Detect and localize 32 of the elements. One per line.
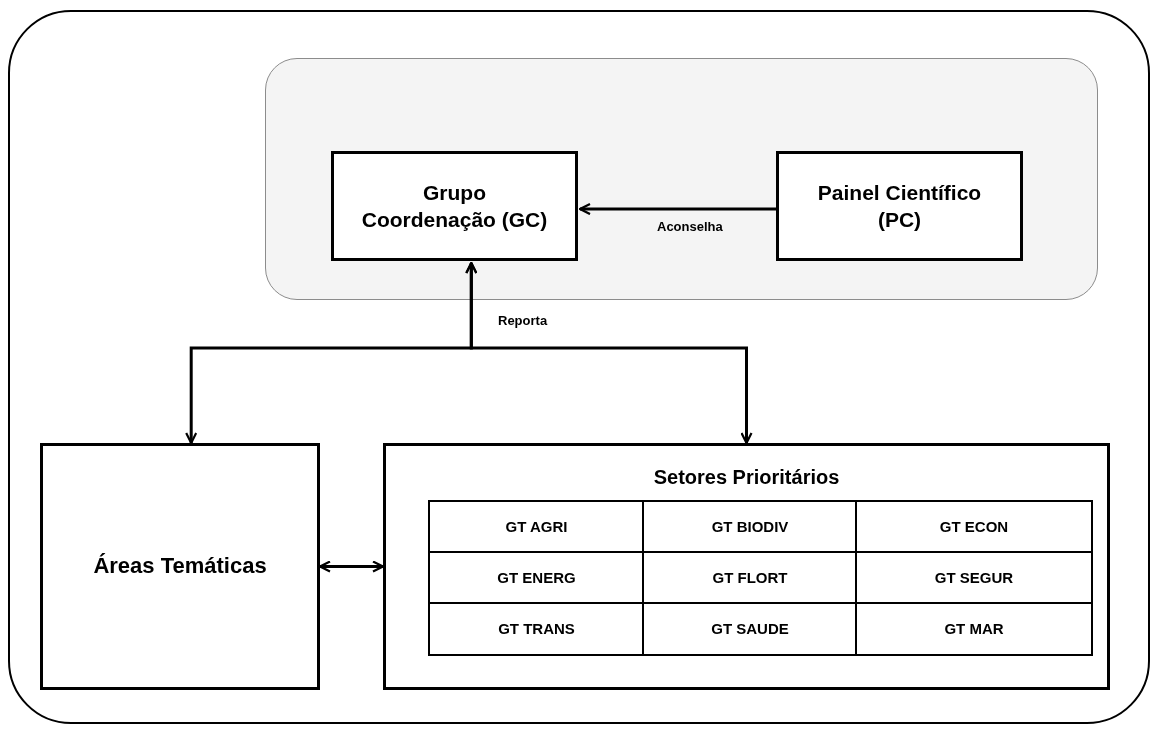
node-label: Grupo Coordenação (GC) [360,179,549,233]
arrow [465,261,753,445]
table-cell [855,602,1093,656]
node-label: Áreas Temáticas [93,552,267,581]
cell-label: GT ENERG [497,568,576,588]
arrow [578,203,778,216]
table-cell [855,500,1093,554]
arrow [318,560,385,573]
table-cell [428,500,645,554]
table-cell [642,602,858,656]
panel-background [265,58,1098,300]
cell-label: GT ECON [939,517,1009,537]
process-box [776,151,1023,261]
process-box [40,443,320,690]
group-title: Setores Prioritários [653,465,840,490]
table-cell [428,602,645,656]
process-box [331,151,578,261]
edge-label: Aconselha [657,219,723,234]
group-box [383,443,1110,690]
cell-label: GT SEGUR [934,568,1014,588]
edge-label: Reporta [498,313,548,328]
cell-label: GT AGRI [505,517,568,537]
table-cell [642,551,858,605]
table-cell [642,500,858,554]
table-cell [855,551,1093,605]
cell-label: GT TRANS [498,619,575,639]
cell-label: GT BIODIV [711,517,789,537]
node-label: Painel Científico (PC) [816,179,983,233]
cell-label: GT FLORT [712,568,788,588]
cell-label: GT SAUDE [711,619,789,639]
cell-label: GT MAR [944,619,1004,639]
table-cell [428,551,645,605]
